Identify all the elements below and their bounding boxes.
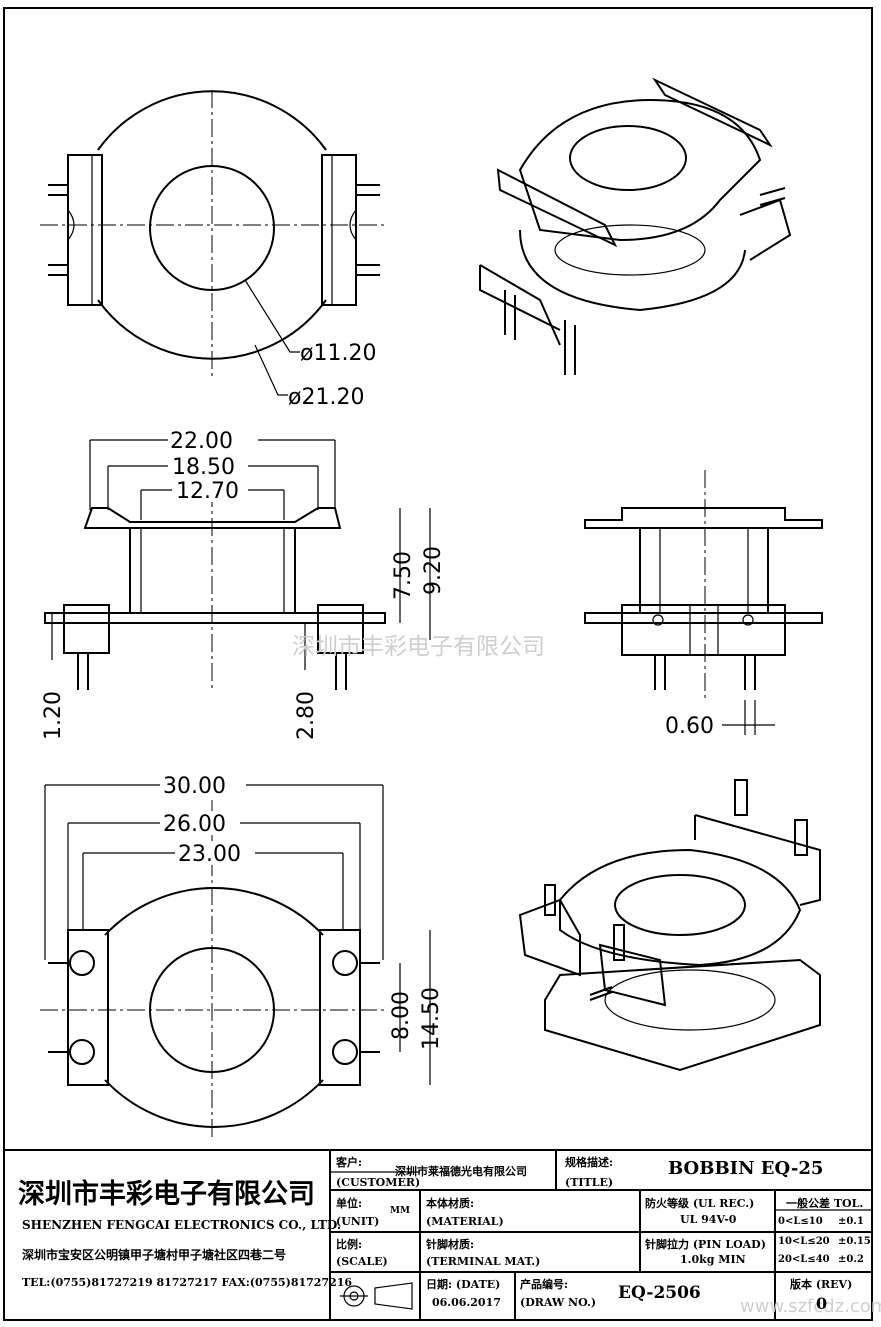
top-d-outer: ø21.20 — [288, 385, 364, 410]
fire-label: 防火等级 (UL REC.) — [645, 1197, 755, 1210]
customer-label: 客户: — [336, 1156, 363, 1169]
company-name-cn: 深圳市丰彩电子有限公司 — [18, 1179, 315, 1210]
unit-value: MM — [390, 1206, 410, 1216]
tol-range-2: 10<L≤20 — [778, 1236, 830, 1247]
material-label-en: (MATERIAL) — [426, 1215, 504, 1228]
scale-label: 比例: — [336, 1238, 363, 1251]
top-d-inner: ø11.20 — [300, 341, 376, 366]
front-p1: 1.20 — [41, 691, 66, 740]
drawno-label-en: (DRAW NO.) — [520, 1296, 597, 1309]
unit-label: 单位: — [336, 1197, 363, 1210]
tol-range-1: 0<L≤10 — [778, 1216, 823, 1227]
side-pin: 0.60 — [665, 714, 714, 739]
tol-value-2: ±0.15 — [838, 1236, 871, 1247]
company-address: 深圳市宝安区公明镇甲子塘村甲子塘社区四巷二号 — [22, 1248, 287, 1262]
customer-value: 深圳市莱福德光电有限公司 — [395, 1165, 527, 1178]
title-block — [3, 1149, 873, 1321]
iso-view-bottom — [518, 779, 821, 1072]
watermark-corner: www.szfcdz.com — [740, 1296, 881, 1317]
front-w3: 12.70 — [176, 479, 239, 504]
company-contact: TEL:(0755)81727219 81727217 FAX:(0755)81… — [22, 1276, 353, 1289]
drawing-border — [3, 7, 873, 1321]
rev-label: 版本 (REV) — [790, 1278, 853, 1291]
tol-range-3: 20<L≤40 — [778, 1254, 830, 1265]
terminal-label: 针脚材质: — [426, 1238, 475, 1251]
front-h1: 7.50 — [391, 551, 416, 600]
tol-value-1: ±0.1 — [838, 1216, 864, 1227]
front-h2: 9.20 — [421, 546, 446, 595]
bottom-h2: 14.50 — [419, 987, 444, 1050]
company-name-en: SHENZHEN FENGCAI ELECTRONICS CO., LTD. — [22, 1218, 342, 1232]
scale-label-en: (SCALE) — [336, 1255, 388, 1268]
side-view: 0.60 — [584, 470, 823, 739]
front-view: 22.00 18.50 12.70 7.50 9.20 1.20 2.80 — [41, 428, 446, 740]
bottom-w2: 26.00 — [163, 812, 226, 837]
fire-value: UL 94V-0 — [680, 1213, 737, 1226]
drawno-label: 产品编号: — [520, 1278, 569, 1291]
material-label: 本体材质: — [426, 1197, 475, 1210]
unit-label-en: (UNIT) — [336, 1215, 380, 1228]
title-value: BOBBIN EQ-25 — [668, 1158, 824, 1179]
terminal-label-en: (TERMINAL MAT.) — [426, 1255, 541, 1268]
bottom-view: 30.00 26.00 23.00 8.00 14.50 — [40, 773, 444, 1140]
watermark-center: 深圳市丰彩电子有限公司 — [292, 634, 545, 660]
drawno-value: EQ-2506 — [618, 1283, 701, 1303]
customer-label-en: (CUSTOMER) — [336, 1176, 421, 1189]
title-label-en: (TITLE) — [565, 1176, 614, 1189]
bottom-h1: 8.00 — [389, 991, 414, 1040]
front-w2: 18.50 — [172, 455, 235, 480]
front-p2: 2.80 — [294, 691, 319, 740]
pinload-value: 1.0kg MIN — [680, 1253, 746, 1266]
bottom-w3: 23.00 — [178, 842, 241, 867]
front-w1: 22.00 — [170, 429, 233, 454]
date-label: 日期: (DATE) — [426, 1278, 501, 1291]
title-label: 规格描述: — [565, 1156, 614, 1169]
top-view: ø11.20 ø21.20 — [40, 90, 385, 410]
pinload-label: 针脚拉力 (PIN LOAD) — [645, 1238, 766, 1251]
bottom-w1: 30.00 — [163, 774, 226, 799]
date-value: 06.06.2017 — [432, 1296, 501, 1309]
tolerance-label: 一般公差 TOL. — [786, 1197, 864, 1210]
rev-value: 0 — [816, 1294, 828, 1313]
tol-value-3: ±0.2 — [838, 1254, 864, 1265]
iso-view-top — [479, 77, 792, 375]
